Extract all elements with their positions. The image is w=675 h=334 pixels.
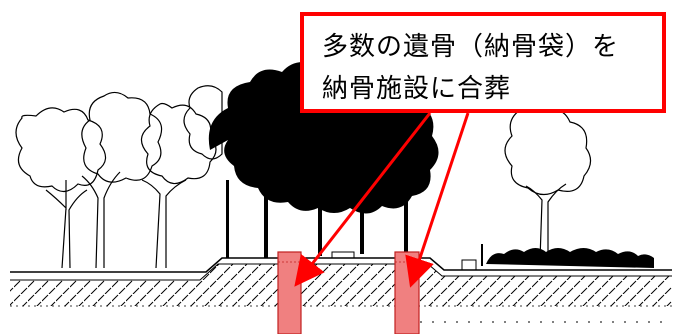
outline-trees-left bbox=[15, 85, 223, 269]
grove-trunk-2 bbox=[318, 170, 322, 256]
grove-trunk-1 bbox=[264, 170, 268, 258]
outline-tree-crown-right bbox=[504, 106, 592, 196]
outline-tree-trunk-3 bbox=[141, 179, 187, 269]
grove-trunk-3 bbox=[360, 170, 364, 254]
outline-tree-crown-3 bbox=[140, 102, 217, 185]
grove-trunk-4 bbox=[404, 170, 408, 256]
callout-line-1: 多数の遺骨（納骨袋）を bbox=[322, 32, 620, 62]
outline-tree-trunk-1 bbox=[45, 180, 88, 269]
callout-box: 多数の遺骨（納骨袋）を 納骨施設に合葬 bbox=[300, 12, 666, 113]
callout-line-2: 納骨施設に合葬 bbox=[322, 74, 512, 104]
soil-layer bbox=[10, 264, 672, 306]
grove-trunk-5 bbox=[226, 180, 229, 258]
shrub-hedge bbox=[486, 248, 654, 268]
bench-2 bbox=[461, 259, 477, 271]
ground-surface-line bbox=[10, 257, 672, 273]
arrow-to-left-ossuary bbox=[294, 112, 432, 287]
outline-tree-crown-4 bbox=[183, 85, 223, 160]
outline-tree-right bbox=[504, 106, 592, 261]
ossuary-right bbox=[394, 251, 420, 334]
arrow-to-right-ossuary bbox=[405, 112, 470, 288]
bench-1 bbox=[331, 251, 355, 259]
outline-tree-crown-2 bbox=[81, 91, 163, 183]
outline-tree-trunk-right bbox=[525, 183, 567, 261]
ossuary-left bbox=[277, 251, 302, 334]
outline-tree-trunk-2 bbox=[81, 171, 121, 269]
outline-tree-crown-1 bbox=[15, 107, 107, 193]
